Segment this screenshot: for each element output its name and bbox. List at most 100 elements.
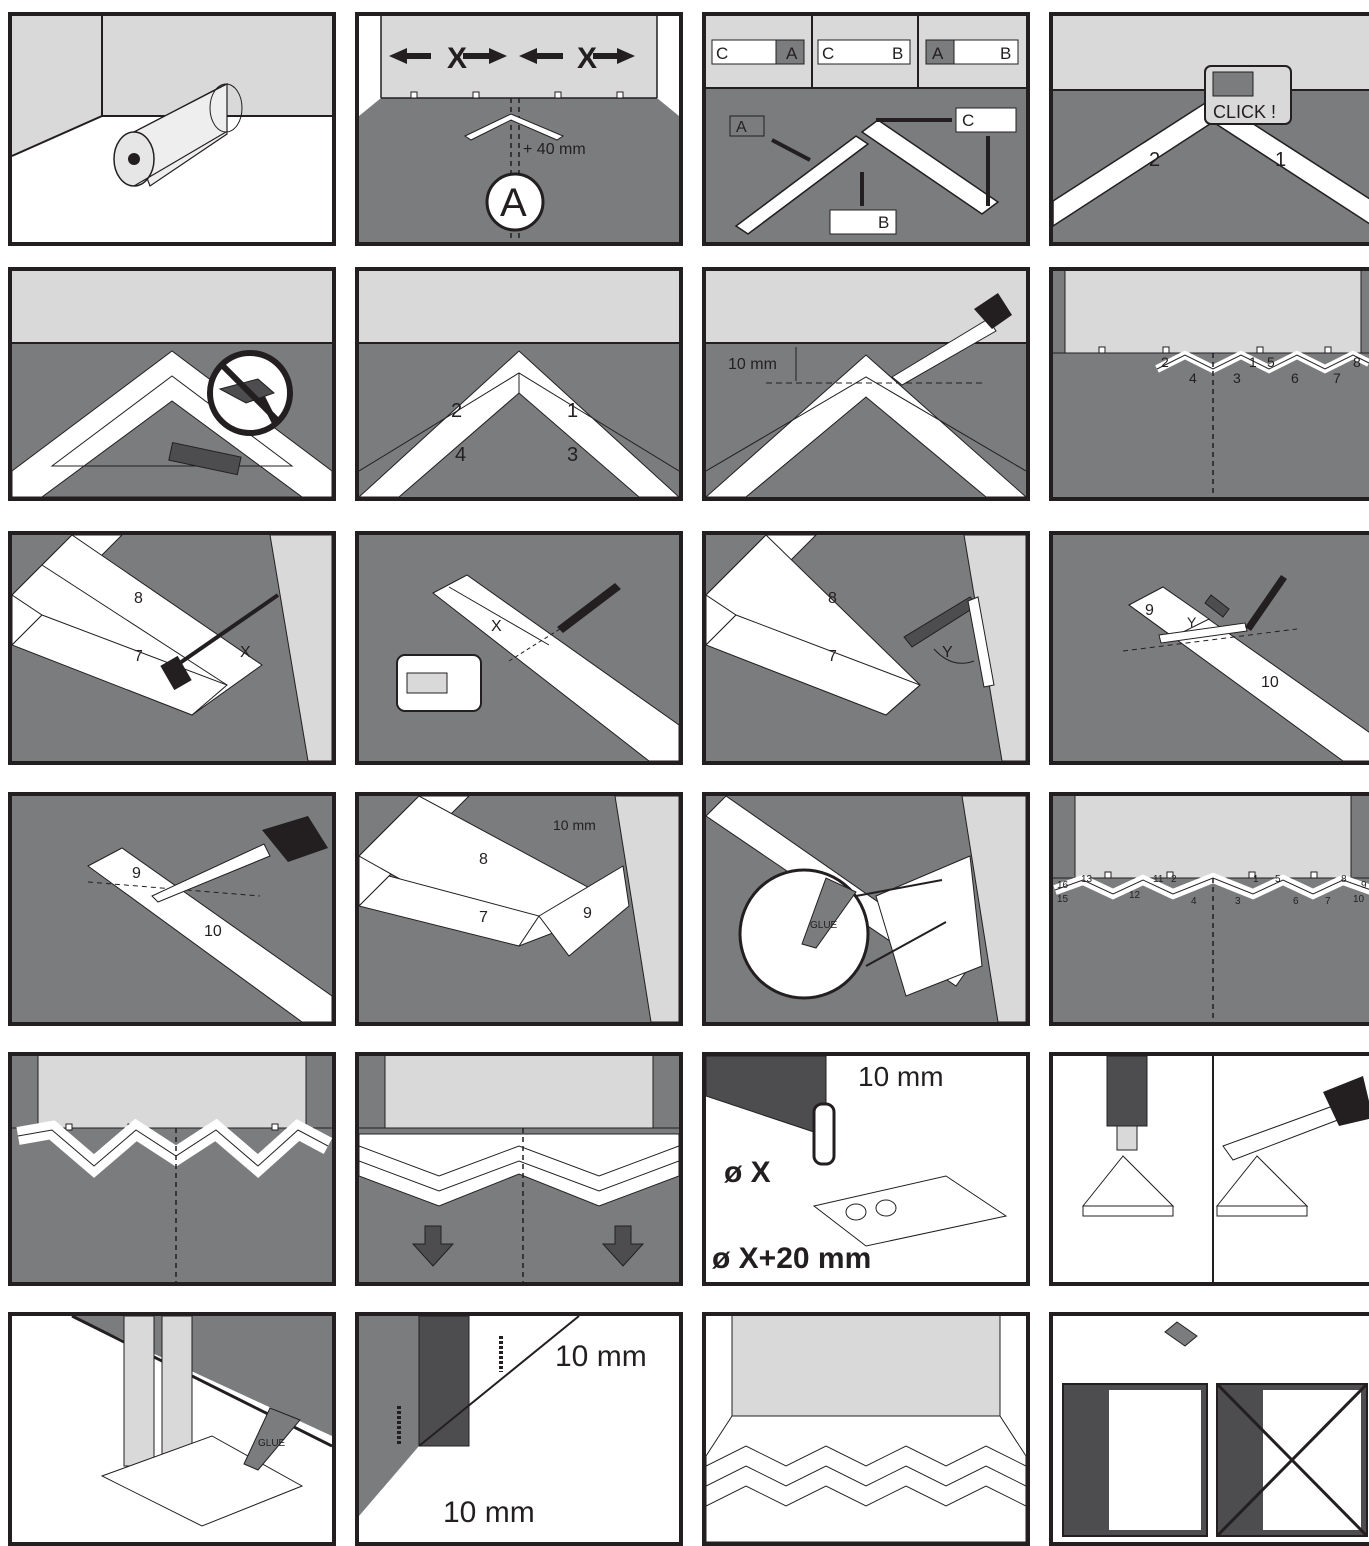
step-6-rows: 2 1 4 3 [355, 267, 683, 501]
row-num-6: 6 [1291, 370, 1299, 386]
row-num-3: 3 [1235, 896, 1241, 907]
x-label-right: X [577, 42, 597, 75]
step-17-more-rows [8, 1052, 336, 1286]
skirting-illustration [1053, 1316, 1369, 1542]
tab1-left: C [716, 44, 728, 63]
tab3-right: B [1000, 44, 1011, 63]
step-9-measure: 8 7 X [8, 531, 336, 765]
row-num-3: 3 [1233, 370, 1241, 386]
gap-label: 10 mm [858, 1061, 944, 1092]
board-4-label: 4 [455, 444, 466, 466]
marker-label: A [500, 181, 527, 225]
board-10-label: 10 [1261, 674, 1279, 691]
click-label: CLICK ! [1213, 102, 1276, 122]
row-num-8: 8 [1341, 874, 1347, 885]
row-num-10: 10 [1353, 894, 1365, 905]
board-8-label: 8 [828, 590, 837, 607]
board-1-label: 1 [1275, 149, 1286, 171]
row-num-16: 16 [1057, 880, 1069, 891]
step-13-saw-board: 9 10 [8, 792, 336, 1026]
step-11-angle: 8 7 Y [702, 531, 1030, 765]
step-23-finished-floor [702, 1312, 1030, 1546]
board-7-label: 7 [479, 909, 488, 926]
glue-pipes-illustration: GLUE [12, 1316, 332, 1542]
angle-y-label: Y [942, 644, 953, 661]
row-num-2: 2 [1161, 354, 1169, 370]
diameter-x20-label: ø X+20 mm [712, 1242, 871, 1275]
glue-label: GLUE [258, 1438, 286, 1449]
glue-label: GLUE [810, 920, 838, 931]
tab2-right: B [892, 44, 903, 63]
no-hammer-illustration [12, 271, 332, 497]
drill-saw-illustration [1053, 1056, 1369, 1282]
step-2-center-line: X X + 40 mm A [355, 12, 683, 246]
gap-label: 10 mm [728, 356, 777, 373]
step-18-continue [355, 1052, 683, 1286]
diameter-x-label: ø X [724, 1156, 771, 1189]
second-row-illustration: 16 15 13 12 11 2 4 3 1 5 6 7 8 9 10 [1053, 796, 1369, 1022]
gap-bottom-label: 10 mm [443, 1496, 535, 1529]
gap-top-label: 10 mm [555, 1340, 647, 1373]
step-14-fit-board: 10 mm 8 7 9 [355, 792, 683, 1026]
board-9-label: 9 [583, 905, 592, 922]
row-num-1: 1 [1253, 874, 1259, 885]
first-row-illustration: 2 4 3 1 5 6 7 8 [1053, 271, 1369, 497]
mark-illustration: X [359, 535, 679, 761]
board-7-label: 7 [828, 648, 837, 665]
row-num-5: 5 [1275, 874, 1281, 885]
row-num-5: 5 [1267, 354, 1275, 370]
mark-x-label: X [491, 618, 502, 635]
board-8-label: 8 [134, 590, 143, 607]
row-num-11: 11 [1153, 874, 1164, 885]
board-2-label: 2 [1149, 149, 1160, 171]
label-b: B [878, 213, 889, 232]
tab2-left: C [822, 44, 834, 63]
frame-gap-illustration: 10 mm 10 mm [359, 1316, 679, 1542]
measure-illustration: 8 7 X [12, 535, 332, 761]
step-12-transfer-angle: 9 Y 10 [1049, 531, 1369, 765]
fit-board-illustration: 10 mm 8 7 9 [359, 796, 679, 1022]
row-num-9: 9 [1361, 880, 1367, 891]
step-21-glue-pipes: GLUE [8, 1312, 336, 1546]
measure-x-label: X [240, 644, 251, 661]
step-3-joint-types: C A C B A B A C B [702, 12, 1030, 246]
step-20-drill-saw [1049, 1052, 1369, 1286]
board-2-label: 2 [451, 400, 462, 422]
angle-illustration: 8 7 Y [706, 535, 1026, 761]
board-7-label: 7 [134, 648, 143, 665]
board-9-label: 9 [132, 865, 141, 882]
row-num-4: 4 [1189, 370, 1197, 386]
step-24-skirting [1049, 1312, 1369, 1546]
row-num-4: 4 [1191, 896, 1197, 907]
board-9-label: 9 [1145, 602, 1154, 619]
center-line-illustration: X X + 40 mm A [359, 16, 679, 242]
continue-illustration [359, 1056, 679, 1282]
row-num-13: 13 [1081, 874, 1093, 885]
step-8-first-row: 2 4 3 1 5 6 7 8 [1049, 267, 1369, 501]
tab3-left: A [932, 44, 944, 63]
step-19-pipe-holes: 10 mm ø X ø X+20 mm [702, 1052, 1030, 1286]
row-num-12: 12 [1129, 890, 1141, 901]
board-8-label: 8 [479, 851, 488, 868]
row-num-2: 2 [1171, 874, 1177, 885]
row-num-7: 7 [1325, 896, 1331, 907]
step-15-glue-end: GLUE [702, 792, 1030, 1026]
underlay-roll-illustration [12, 16, 332, 242]
row-num-15: 15 [1057, 894, 1069, 905]
board-10-label: 10 [204, 923, 222, 940]
board-1-label: 1 [567, 400, 578, 422]
saw-board-illustration: 9 10 [12, 796, 332, 1022]
step-16-second-row: 16 15 13 12 11 2 4 3 1 5 6 7 8 9 10 [1049, 792, 1369, 1026]
gap-label: + 40 mm [523, 141, 586, 158]
pipe-holes-illustration: 10 mm ø X ø X+20 mm [706, 1056, 1026, 1282]
step-5-no-hammer [8, 267, 336, 501]
step-22-frame-gap: 10 mm 10 mm [355, 1312, 683, 1546]
row-num-7: 7 [1333, 370, 1341, 386]
more-rows-illustration [12, 1056, 332, 1282]
row-num-6: 6 [1293, 896, 1299, 907]
joint-types-illustration: C A C B A B A C B [706, 16, 1026, 242]
step-1-underlay [8, 12, 336, 246]
saw-edge-illustration: 10 mm [706, 271, 1026, 497]
transfer-angle-illustration: 9 Y 10 [1053, 535, 1369, 761]
tab1-right: A [786, 44, 798, 63]
